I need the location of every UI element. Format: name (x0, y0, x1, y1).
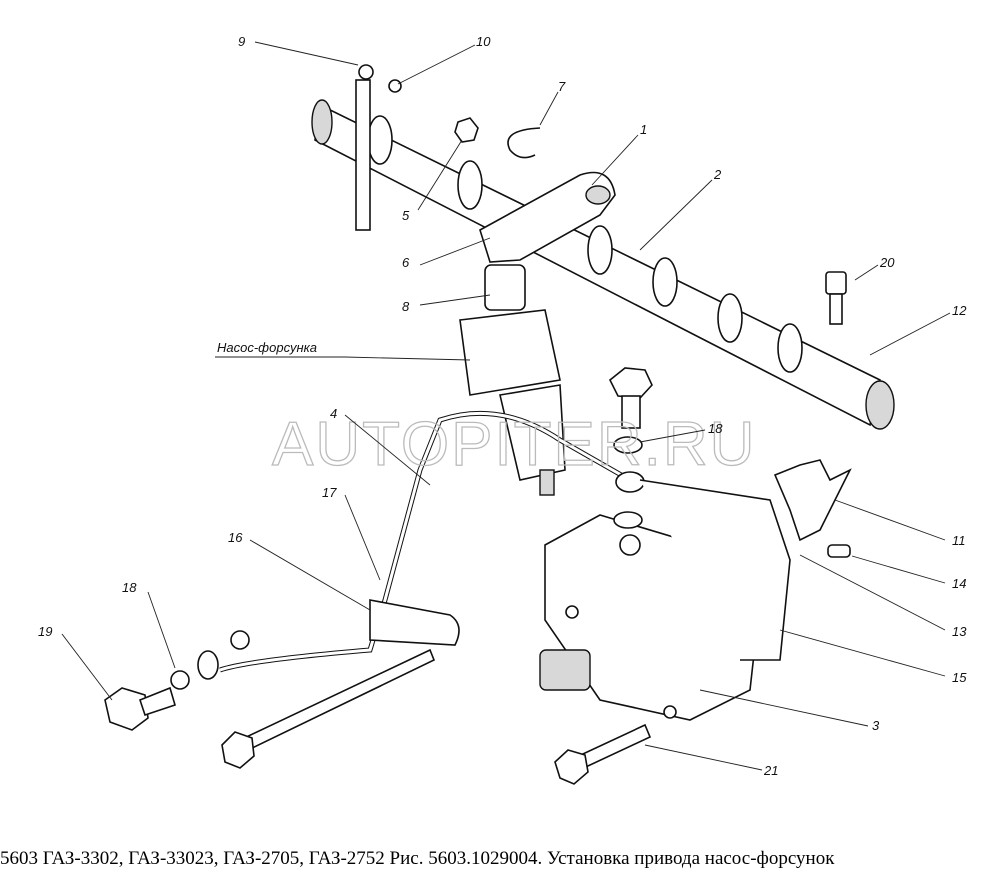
dowel-pin (827, 544, 851, 558)
callout-9: 9 (238, 34, 245, 49)
callout-10: 10 (476, 34, 491, 49)
watermark: AUTOPITER.RU (272, 410, 756, 479)
callout-12: 12 (952, 303, 967, 318)
callout-17: 17 (322, 485, 337, 500)
callout-1: 1 (640, 122, 647, 137)
retaining-ring (507, 127, 541, 159)
callout-16: 16 (228, 530, 243, 545)
callout-11: 11 (952, 533, 966, 548)
sealing-washer (613, 436, 643, 454)
hex-bolt (104, 686, 176, 731)
callout-19: 19 (38, 624, 52, 639)
callout-18-upper: 18 (708, 421, 723, 436)
unit-injector (459, 264, 566, 496)
assembly-label: Насос-форсунка (217, 340, 317, 355)
banjo-bolt (608, 367, 653, 429)
callout-20: 20 (879, 255, 895, 270)
callout-13: 13 (952, 624, 967, 639)
flange-bolt (554, 723, 652, 785)
callout-7: 7 (558, 79, 566, 94)
callout-6: 6 (402, 255, 410, 270)
callout-15: 15 (952, 670, 967, 685)
callout-3: 3 (872, 718, 880, 733)
washer (388, 79, 402, 93)
callout-2: 2 (713, 167, 722, 182)
support-bracket (773, 459, 852, 542)
callout-8: 8 (402, 299, 410, 314)
figure-caption: 5603 ГАЗ-3302, ГАЗ-33023, ГАЗ-2705, ГАЗ-… (0, 848, 835, 869)
pipe-bracket (369, 599, 460, 646)
long-bolt (239, 648, 436, 754)
rocker-arm (479, 171, 616, 263)
pump (539, 479, 791, 721)
callout-labels: 9 10 7 1 2 5 6 8 20 12 4 18 17 16 18 19 … (38, 34, 967, 778)
callout-21: 21 (763, 763, 778, 778)
camshaft (311, 99, 895, 430)
leader-lines (61, 41, 951, 771)
pin (355, 64, 374, 231)
callout-18-lower: 18 (122, 580, 137, 595)
callout-14: 14 (952, 576, 966, 591)
callout-4: 4 (330, 406, 337, 421)
bolt (825, 271, 847, 325)
callout-5: 5 (402, 208, 410, 223)
nut (454, 117, 479, 143)
